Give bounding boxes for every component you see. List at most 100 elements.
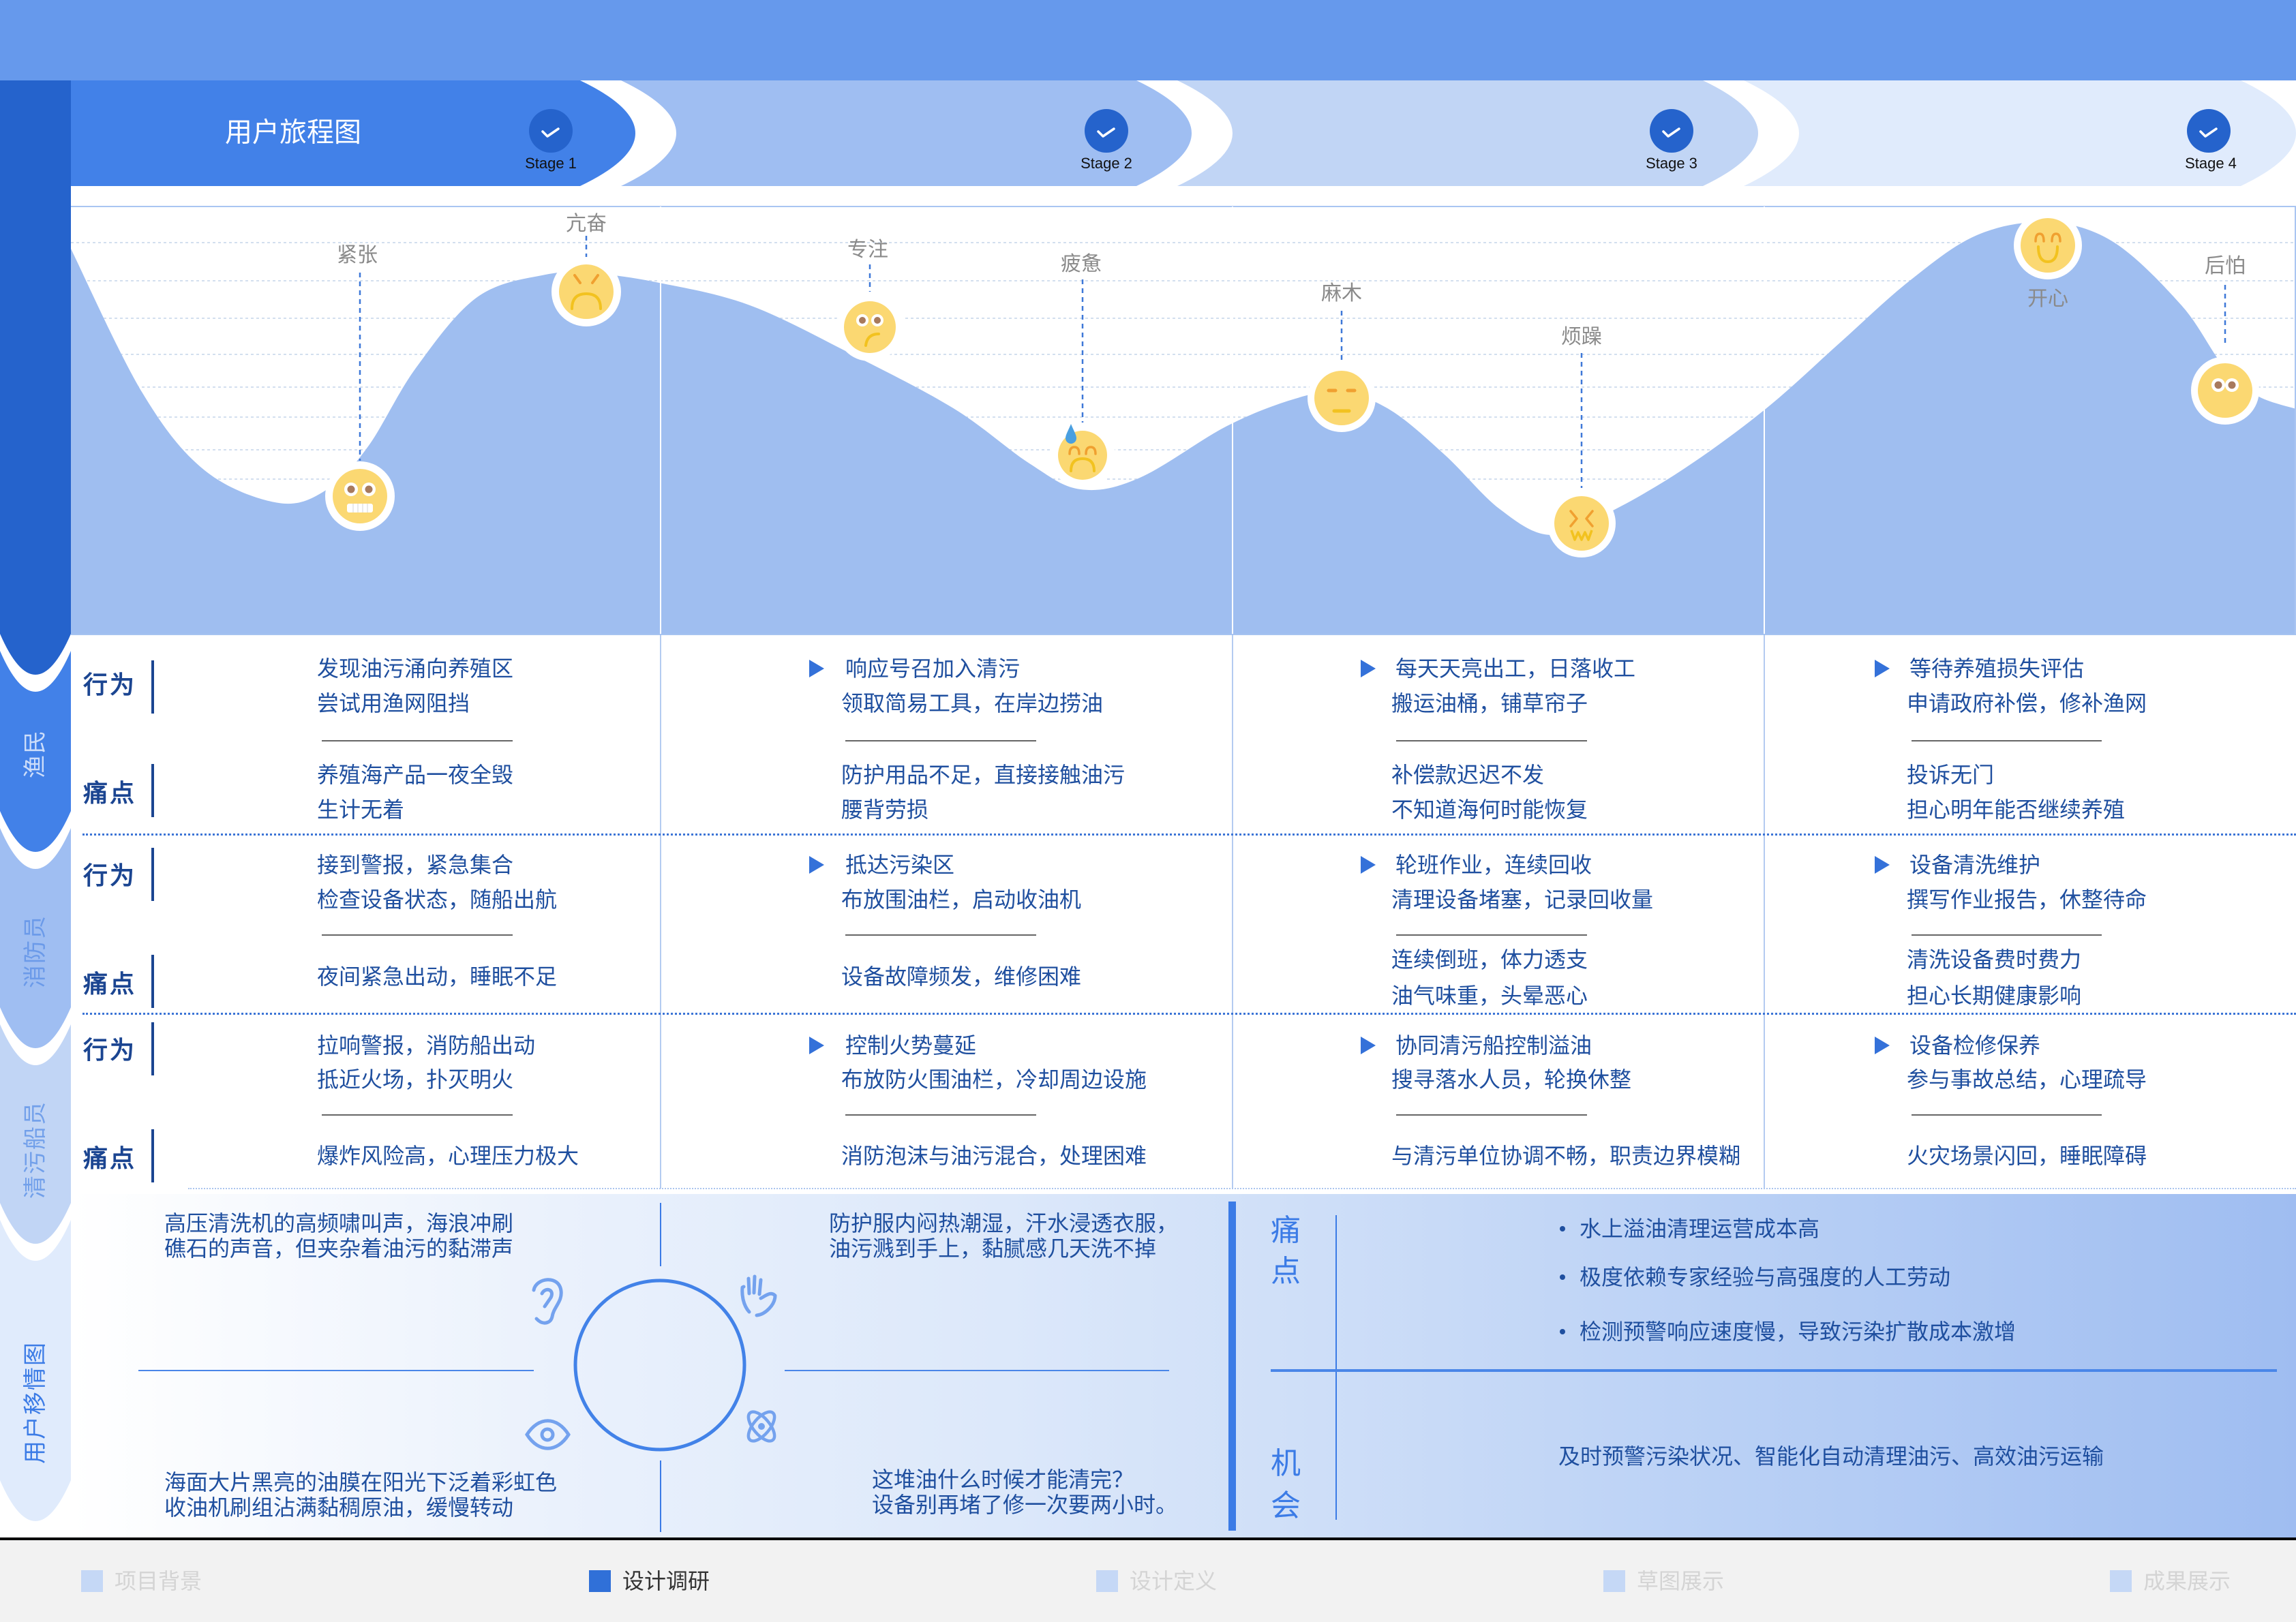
pain-text: 设备故障频发，维修困难 xyxy=(841,964,1082,990)
behavior-text: 撰写作业报告，休整待命 xyxy=(1907,887,2147,913)
cell-divider xyxy=(322,1114,513,1116)
column-divider xyxy=(1764,635,1765,1189)
cell-divider xyxy=(845,1114,1036,1116)
nav-item-design-definition[interactable]: 设计定义 xyxy=(1096,1570,1217,1592)
sidebar-label-cleanup-crew: 清污船员 xyxy=(22,1101,49,1199)
behavior-text: 布放围油栏，启动收油机 xyxy=(841,887,1082,913)
bottom-nav xyxy=(0,1540,2296,1622)
opportunity-text: 及时预警污染状况、智能化自动清理油污、高效油污运输 xyxy=(1558,1443,2104,1469)
check-badge-icon xyxy=(1085,109,1128,153)
nav-marker-icon xyxy=(1096,1570,1118,1592)
check-badge-icon xyxy=(529,109,573,153)
bullet-icon xyxy=(1560,1226,1565,1231)
empathy-axis-horizontal xyxy=(785,1370,1169,1371)
row-label-bar xyxy=(151,660,154,714)
stage-4-step: Stage 4 xyxy=(2185,109,2237,172)
emotion-label: 疲惫 xyxy=(1061,253,1102,275)
stage-1-step: Stage 1 xyxy=(525,109,577,172)
pain-text: 投诉无门 xyxy=(1907,762,1995,788)
nav-item-results[interactable]: 成果展示 xyxy=(2110,1570,2231,1592)
empathy-hear-text: 高压清洗机的高频啸叫声，海浪冲刷 xyxy=(164,1210,514,1236)
focused-face-icon xyxy=(836,293,904,361)
play-triangle-icon xyxy=(1361,856,1376,874)
sidebar-label-fisherman: 渔民 xyxy=(22,729,49,778)
cell-divider xyxy=(1396,1114,1587,1116)
stage-label: Stage 2 xyxy=(1081,155,1132,172)
play-triangle-icon xyxy=(1361,1037,1376,1054)
empathy-axis-vertical xyxy=(660,1460,661,1532)
behavior-text: 申请政府补偿，修补渔网 xyxy=(1907,690,2147,716)
nav-marker-icon xyxy=(2110,1570,2132,1592)
empathy-axis-horizontal xyxy=(138,1370,534,1371)
scared-face-icon xyxy=(2191,356,2259,425)
behavior-text: 领取简易工具，在岸边捞油 xyxy=(841,690,1104,716)
behavior-text: 轮班作业，连续回收 xyxy=(1395,852,1592,878)
play-triangle-icon xyxy=(809,1037,824,1054)
cell-divider xyxy=(1912,934,2102,936)
row-label-bar xyxy=(151,955,154,1008)
emotion-curve-area xyxy=(71,221,2296,635)
cell-divider xyxy=(322,934,513,936)
pain-text: 夜间紧急出动，睡眠不足 xyxy=(317,964,558,990)
hand-icon xyxy=(740,1274,777,1317)
pain-text: 不知道海何时能恢复 xyxy=(1391,797,1588,823)
emotion-label: 亢奋 xyxy=(566,213,607,235)
bullet-icon xyxy=(1560,1274,1565,1280)
sidebar-empathy-segment xyxy=(0,1220,71,1521)
behavior-text: 清理设备堵塞，记录回收量 xyxy=(1391,887,1654,913)
nav-item-design-research[interactable]: 设计调研 xyxy=(589,1570,710,1592)
insights-section-divider xyxy=(1271,1369,2277,1372)
emotion-label: 紧张 xyxy=(337,244,378,266)
play-triangle-icon xyxy=(809,856,824,874)
behavior-text: 接到警报，紧急集合 xyxy=(317,852,514,878)
behavior-text: 响应号召加入清污 xyxy=(845,656,1021,682)
table-top-border xyxy=(71,634,2296,635)
pain-text: 防护用品不足，直接接触油污 xyxy=(841,762,1126,788)
play-triangle-icon xyxy=(809,660,824,677)
cell-divider xyxy=(1912,740,2102,741)
empathy-map-section xyxy=(71,1194,2296,1537)
pain-text: 生计无着 xyxy=(317,797,405,823)
emotion-leader-lines xyxy=(359,236,2226,488)
sweat-drop-icon xyxy=(1066,424,1076,444)
behavior-text: 布放防火围油栏，冷却周边设施 xyxy=(841,1067,1147,1092)
nav-item-sketches[interactable]: 草图展示 xyxy=(1603,1570,1724,1592)
sidebar xyxy=(0,80,71,1521)
row-label-pain: 痛点 xyxy=(83,780,137,808)
insights-accent-bar xyxy=(1228,1202,1236,1531)
behavior-text: 抵近火场，扑灭明火 xyxy=(317,1067,514,1092)
row-label-bar xyxy=(151,848,154,901)
stage-2-step: Stage 2 xyxy=(1081,109,1132,172)
cell-divider xyxy=(322,740,513,741)
pain-point-item: 极度依赖专家经验与高强度的人工劳动 xyxy=(1580,1264,1951,1290)
row-separator xyxy=(82,833,2296,836)
empathy-think-text: 设备别再堵了修一次要两小时。 xyxy=(872,1492,1178,1518)
emotion-curve-chart: 紧张 亢奋 专注 疲惫 麻木 烦躁 开心 后怕 xyxy=(71,206,2296,635)
atom-icon xyxy=(746,1410,776,1443)
bullet-icon xyxy=(1560,1329,1565,1334)
row-separator xyxy=(82,1013,2296,1015)
empathy-center-circle xyxy=(573,1279,746,1452)
cell-divider xyxy=(845,740,1036,741)
pain-text: 爆炸风险高，心理压力极大 xyxy=(317,1143,579,1169)
opportunity-heading-char: 机 xyxy=(1271,1446,1301,1481)
pain-text: 养殖海产品一夜全毁 xyxy=(317,762,514,788)
pain-point-item: 水上溢油清理运营成本高 xyxy=(1580,1216,1820,1242)
insights-label-divider xyxy=(1335,1215,1337,1520)
cell-divider xyxy=(1912,1114,2102,1116)
stage-label: Stage 4 xyxy=(2185,155,2237,172)
play-triangle-icon xyxy=(1875,1037,1890,1054)
behavior-text: 搜寻落水人员，轮换休整 xyxy=(1391,1067,1632,1092)
nav-item-project-background[interactable]: 项目背景 xyxy=(81,1570,202,1592)
tired-sweat-face-icon xyxy=(1050,423,1115,488)
sidebar-firefighter-segment xyxy=(0,828,71,1048)
check-badge-icon xyxy=(2187,109,2231,153)
column-divider xyxy=(660,635,661,1189)
sidebar-label-empathy-map: 用户移情图 xyxy=(22,1341,49,1464)
row-label-bar xyxy=(151,1129,154,1182)
row-label-behavior: 行为 xyxy=(83,671,137,699)
nav-top-rule xyxy=(0,1537,2296,1540)
behavior-text: 发现油污涌向养殖区 xyxy=(317,656,514,682)
check-badge-icon xyxy=(1650,109,1693,153)
empathy-think-text: 这堆油什么时候才能清完？ xyxy=(872,1467,1134,1493)
